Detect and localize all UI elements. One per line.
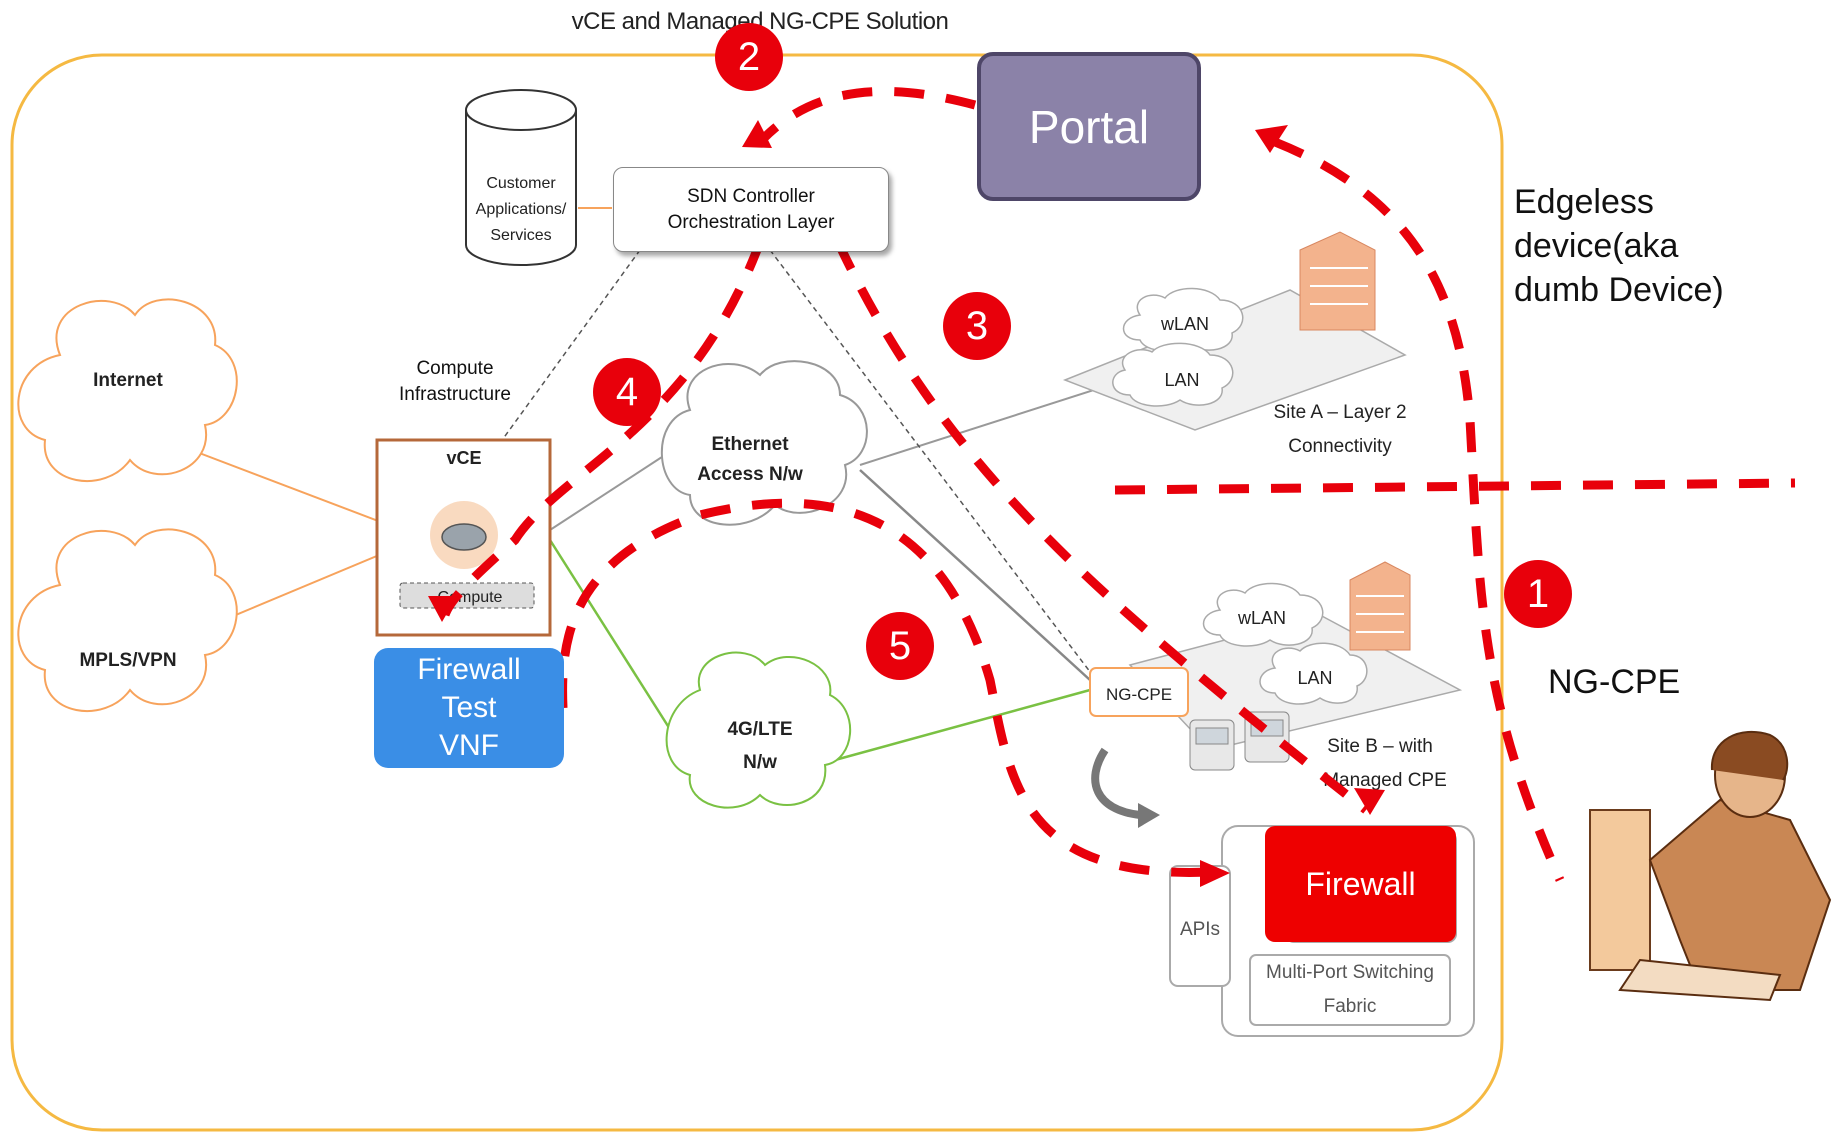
svg-text:NG-CPE: NG-CPE xyxy=(1106,685,1172,704)
ng-cpe-side-label: NG-CPE xyxy=(1548,663,1681,701)
compute-box: vCE Compute xyxy=(375,438,552,637)
step-badge-4: 4 xyxy=(593,358,661,426)
step-badge-1: 1 xyxy=(1504,560,1572,628)
svg-text:Fabric: Fabric xyxy=(1324,996,1377,1017)
svg-text:wLAN: wLAN xyxy=(1160,314,1209,334)
firewall-test-vnf-box: Firewall Test VNF xyxy=(374,648,564,768)
svg-text:N/w: N/w xyxy=(743,752,777,773)
customer-database-icon: Customer Applications/ Services xyxy=(465,89,577,266)
cloud-internet: Internet xyxy=(17,298,238,482)
arrowhead-3 xyxy=(1354,788,1385,815)
svg-text:Site A – Layer 2: Site A – Layer 2 xyxy=(1273,402,1406,423)
cloud-wlan-b: wLAN xyxy=(1202,582,1324,647)
svg-text:Managed CPE: Managed CPE xyxy=(1323,770,1447,791)
cloud-mpls: MPLS/VPN xyxy=(17,528,238,712)
workflow-dashed-paths xyxy=(440,86,1796,882)
building-icon xyxy=(1349,561,1411,651)
step-badge-5: 5 xyxy=(866,612,934,680)
portal-box: Portal xyxy=(977,52,1201,201)
customer-db-line3: Services xyxy=(490,227,551,244)
arrowhead-2 xyxy=(742,120,772,148)
svg-text:vCE: vCE xyxy=(446,448,481,468)
svg-text:Access N/w: Access N/w xyxy=(697,464,803,485)
cloud-lan-a: LAN xyxy=(1112,342,1234,407)
svg-text:4G/LTE: 4G/LTE xyxy=(727,719,792,740)
customer-db-line2: Applications/ xyxy=(476,201,567,218)
svg-text:LAN: LAN xyxy=(1297,668,1332,688)
svg-text:MPLS/VPN: MPLS/VPN xyxy=(79,650,176,671)
svg-text:Site B – with: Site B – with xyxy=(1327,736,1433,757)
arrowhead-4 xyxy=(428,596,457,622)
svg-text:Ethernet: Ethernet xyxy=(711,434,789,455)
cloud-wlan-a: wLAN xyxy=(1122,287,1244,352)
firewall-box: Firewall xyxy=(1265,826,1456,942)
svg-text:Internet: Internet xyxy=(93,370,163,391)
building-icon xyxy=(1299,231,1376,331)
cloud-lte: 4G/LTE N/w xyxy=(665,651,852,809)
svg-text:Connectivity: Connectivity xyxy=(1288,436,1392,457)
arrowhead-1 xyxy=(1255,125,1288,153)
sdn-line2: Orchestration Layer xyxy=(667,211,835,233)
router-icon xyxy=(441,523,487,551)
svg-text:APIs: APIs xyxy=(1180,919,1220,940)
cycle-arrow-icon xyxy=(1091,747,1141,819)
sdn-controller-box: SDN Controller Orchestration Layer xyxy=(613,167,889,252)
ng-cpe-device: NG-CPE xyxy=(1089,667,1189,717)
svg-text:LAN: LAN xyxy=(1164,370,1199,390)
sdn-line1: SDN Controller xyxy=(687,185,815,207)
step-badge-2: 2 xyxy=(715,23,783,91)
svg-text:Multi-Port Switching: Multi-Port Switching xyxy=(1266,962,1434,983)
person-at-computer-icon xyxy=(1589,730,1832,1002)
customer-db-line1: Customer xyxy=(486,175,556,192)
edgeless-device-label: Edgeless device(aka dumb Device) xyxy=(1514,183,1724,309)
step-badge-3: 3 xyxy=(943,292,1011,360)
svg-text:wLAN: wLAN xyxy=(1237,608,1286,628)
cloud-lan-b: LAN xyxy=(1259,642,1368,705)
compute-infrastructure-label: Compute Infrastructure xyxy=(399,358,511,405)
arrowhead-5 xyxy=(1200,860,1230,887)
cloud-ethernet: Ethernet Access N/w xyxy=(660,360,868,526)
